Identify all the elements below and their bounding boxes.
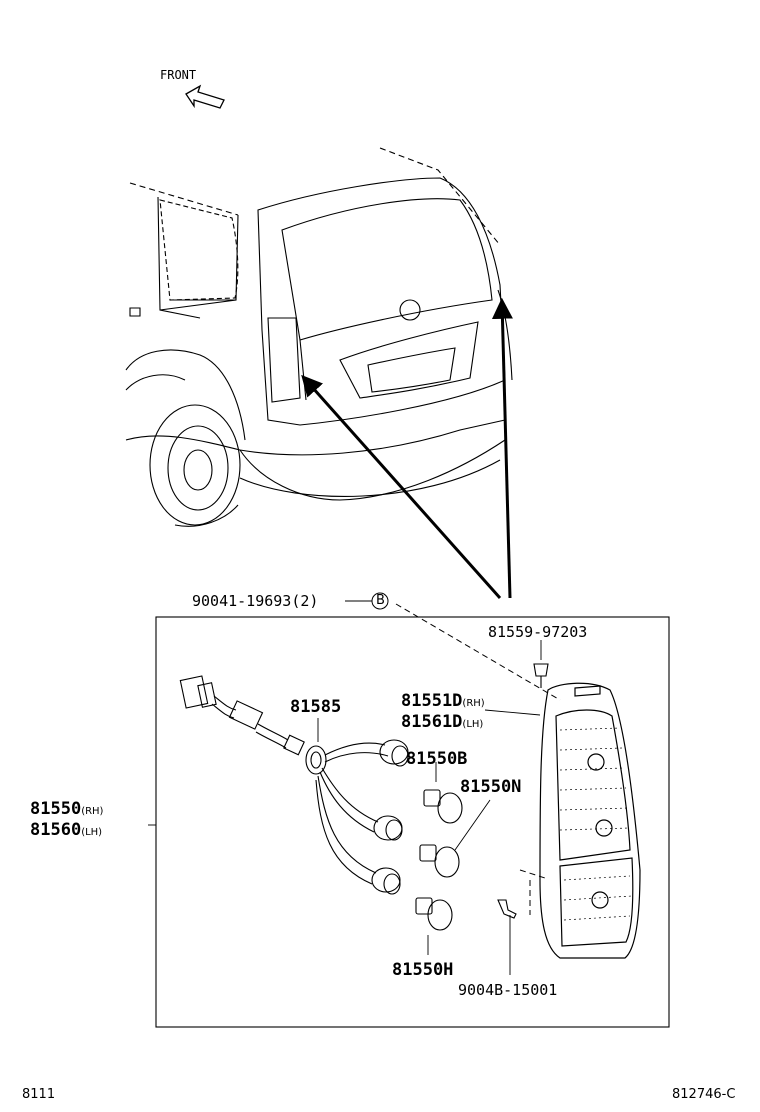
footer-right-code: 812746-C (672, 1087, 736, 1102)
callout-lens-lh: 81561D(LH) (401, 714, 483, 731)
callout-assy-rh: 81550(RH) (30, 801, 103, 818)
assy-rh-side: (RH) (81, 806, 104, 817)
clip-and-screw-icons (497, 663, 549, 919)
callout-socket-wire: 81585 (290, 697, 342, 717)
assy-rh-part: 81550 (30, 799, 82, 819)
lens-rh-side: (RH) (462, 698, 485, 709)
tail-lamp-lens (539, 682, 641, 959)
footer-left-code: 8111 (22, 1087, 56, 1102)
callout-clip-top: 81559-97203 (488, 623, 588, 641)
assy-lh-part: 81560 (30, 820, 82, 840)
thin-leaders (148, 600, 542, 975)
bulb-icons (415, 789, 463, 931)
vehicle-rear-illustration (125, 147, 513, 527)
ref-b-label: B (376, 593, 385, 608)
lens-lh-part: 81561D (401, 712, 463, 732)
callout-assy-lh: 81560(LH) (30, 822, 102, 839)
callout-bulb-n: 81550N (460, 777, 522, 797)
screw-set-qty: (2) (291, 592, 319, 610)
callout-lens-rh: 81551D(RH) (401, 693, 485, 710)
dashed-leaders (395, 603, 561, 915)
callout-bulb-h: 81550H (392, 960, 454, 980)
leader-arrows (301, 297, 513, 599)
lens-rh-part: 81551D (401, 691, 463, 711)
callout-screw-set: 90041-19693(2) (192, 594, 318, 609)
lens-lh-side: (LH) (462, 719, 484, 730)
front-label: FRONT (160, 68, 197, 82)
callout-bulb-b: 81550B (406, 749, 468, 769)
callout-screw-bottom: 9004B-15001 (458, 981, 558, 999)
parts-box (155, 616, 670, 1028)
front-arrow-icon (185, 84, 225, 109)
socket-and-wire-harness (179, 675, 409, 895)
assy-lh-side: (LH) (81, 827, 103, 838)
reference-circle-b (371, 592, 389, 610)
screw-set-part: 90041-19693 (192, 592, 292, 610)
